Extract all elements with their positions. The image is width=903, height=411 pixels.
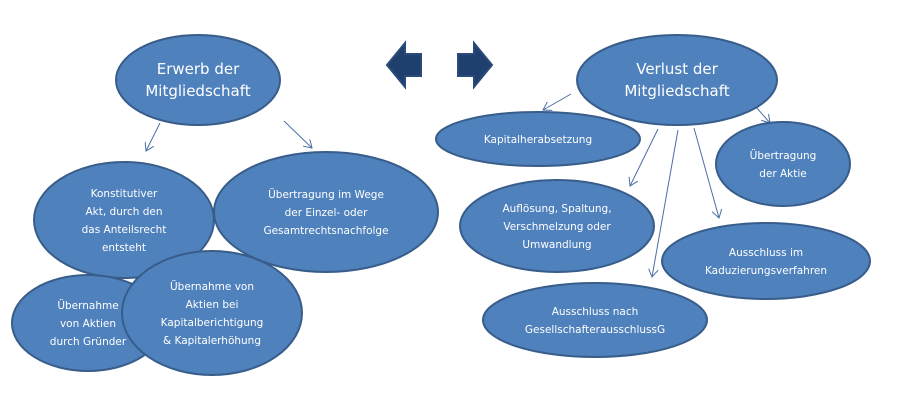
node-shape — [576, 34, 778, 126]
node-label-line: Akt, durch den — [85, 206, 162, 218]
node-label-line: Verlust der — [636, 60, 718, 78]
connector-verlust-kapitalherabsetzung — [543, 93, 572, 110]
node-label-line: Kaduzierungsverfahren — [705, 265, 827, 277]
node-label-line: Übertragung — [750, 149, 817, 162]
node-label-line: Mitgliedschaft — [145, 82, 250, 100]
node-label-line: Auflösung, Spaltung, — [502, 203, 611, 215]
node-shape — [121, 250, 303, 376]
node-label-line: Übernahme — [57, 299, 118, 312]
node-label-line: der Aktie — [759, 168, 807, 180]
node-shape — [661, 222, 871, 300]
node-shape — [715, 121, 851, 207]
node-label-line: Ausschluss im — [729, 247, 803, 259]
node-label-line: der Einzel- oder — [285, 207, 369, 219]
node-uebertragung-der-aktie: Übertragung der Aktie — [715, 121, 851, 207]
node-shape — [482, 282, 708, 358]
node-label-line: GesellschafterausschlussG — [525, 324, 665, 336]
node-aufloesung-spaltung: Auflösung, Spaltung, Verschmelzung oderUm… — [459, 179, 655, 273]
connectors — [146, 93, 770, 277]
node-ausschluss-kaduzierung: Ausschluss im Kaduzierungsverfahren — [661, 222, 871, 300]
connector-erwerb-uebertragung — [283, 120, 312, 148]
connector-verlust-ausschluss-nach — [652, 129, 679, 277]
node-label-line: Ausschluss nach — [552, 306, 639, 318]
node-shape — [115, 34, 281, 126]
connector-erwerb-konstitutiv — [146, 122, 161, 151]
node-label-line: Verschmelzung oder — [503, 221, 611, 233]
arrow-left-icon[interactable] — [385, 40, 422, 90]
node-shape — [213, 151, 439, 273]
node-label-line: & Kapitalerhöhung — [163, 335, 261, 347]
node-label-line: Kapitalberichtigung — [161, 317, 264, 329]
node-label-line: Gesamtrechtsnachfolge — [263, 225, 388, 237]
connector-verlust-kaduzierung — [693, 127, 719, 218]
node-label-line: das Anteilsrecht — [82, 224, 167, 236]
connector-verlust-aufloesung — [630, 128, 659, 186]
node-kapitalherabsetzung: Kapitalherabsetzung — [435, 111, 641, 167]
arrow-right-icon[interactable] — [457, 40, 494, 90]
node-uebertragung-einzel-gesamt: Übertragung im Wege der Einzel- oderGesam… — [213, 151, 439, 273]
node-label-line: von Aktien — [60, 318, 116, 330]
node-label-line: Konstitutiver — [91, 188, 158, 200]
node-label-line: Übernahme von — [170, 280, 254, 293]
node-shape — [459, 179, 655, 273]
connector-verlust-uebertragung-aktie — [755, 106, 770, 123]
node-label-line: durch Gründer — [50, 336, 127, 348]
node-label-line: Übertragung im Wege — [268, 188, 384, 201]
node-label-line: entsteht — [102, 242, 146, 254]
node-label-line: Erwerb der — [157, 60, 240, 78]
node-label-line: Aktien bei — [186, 299, 239, 311]
node-shape — [435, 111, 641, 167]
node-label-line: Umwandlung — [522, 239, 591, 251]
node-label-line: Kapitalherabsetzung — [484, 134, 592, 146]
node-label-line: Mitgliedschaft — [624, 82, 729, 100]
